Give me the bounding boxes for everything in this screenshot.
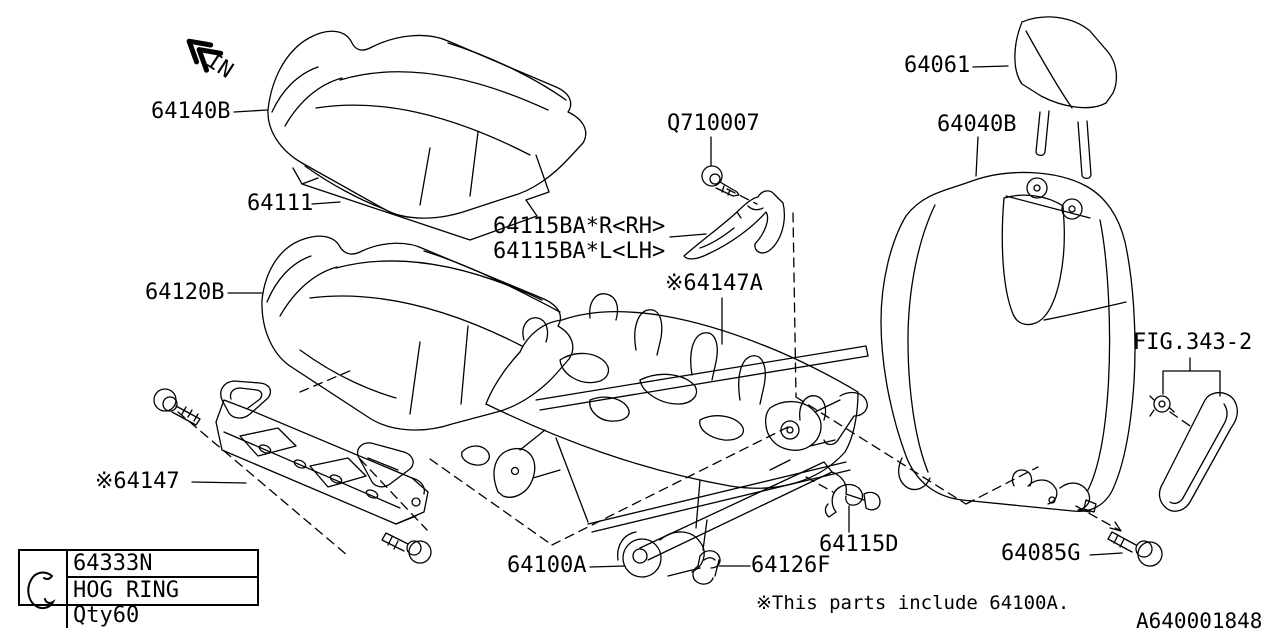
in-direction-arrow-icon [186, 38, 224, 73]
part-label-64147a: ※64147A [665, 271, 763, 296]
legend-description: HOG RING Qty60 [73, 578, 179, 628]
part-label-64061: 64061 [904, 53, 971, 78]
seat-back-drawing [880, 171, 1136, 513]
part-label-64111: 64111 [247, 191, 314, 216]
screw-drawing [701, 165, 740, 197]
slide-rail-drawing [215, 380, 429, 525]
part-label-64115d: 64115D [819, 532, 899, 557]
part-label-64100a: 64100A [507, 553, 587, 578]
rail-bolt-rear-drawing [381, 532, 432, 564]
part-label-64040b: 64040B [937, 112, 1017, 137]
bolt-direction-arrowhead [1109, 521, 1122, 532]
recline-bolt-drawing [1107, 531, 1163, 567]
footnote: ※This parts include 64100A. [756, 592, 1070, 614]
figure-reference-label: FIG.343-2 [1133, 330, 1253, 355]
part-label-64115ba-rh: 64115BA*R<RH> [493, 214, 666, 239]
part-label-64085g: 64085G [1001, 541, 1081, 566]
hinge-cover-drawing [824, 483, 864, 518]
part-label-64140b: 64140B [151, 99, 231, 124]
side-cover-panel-drawing [1149, 391, 1238, 512]
part-label-q710007: Q710007 [667, 111, 760, 136]
assembly-dashed-lines [177, 188, 1194, 556]
legend-part-number: 64333N [68, 551, 257, 578]
clip-drawing [692, 550, 721, 585]
headrest-drawing [1014, 16, 1118, 180]
hog-ring-icon [20, 551, 68, 628]
part-label-64120b: 64120B [145, 280, 225, 305]
seat-frame-drawing [461, 293, 881, 578]
part-label-64115ba-lh: 64115BA*L<LH> [493, 239, 666, 264]
drawing-number: A640001848 [1136, 609, 1263, 633]
hog-ring-legend-box: 64333N HOG RING Qty60 [18, 549, 259, 628]
seat-cushion-cover-drawing [267, 30, 587, 219]
seat-cushion-pad-drawing [292, 154, 550, 241]
seat-cushion-drawing [261, 235, 574, 431]
part-label-64126f: 64126F [751, 553, 831, 578]
part-label-64147: ※64147 [95, 469, 180, 494]
hinge-bracket-drawing [683, 190, 785, 260]
rail-bolt-front-drawing [153, 388, 201, 426]
leader-lines [191, 65, 1221, 568]
